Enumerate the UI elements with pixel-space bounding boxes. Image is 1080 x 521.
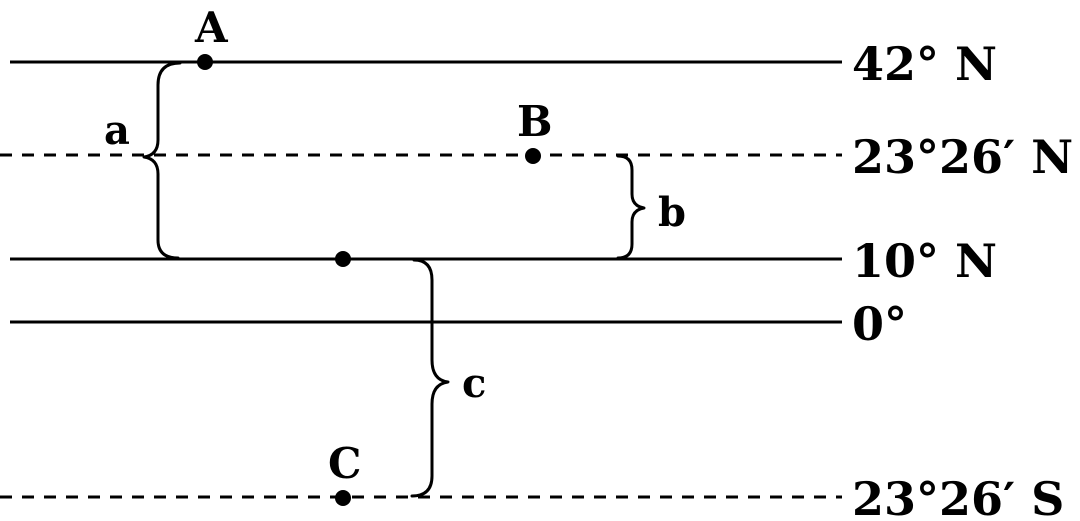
brace-c	[410, 258, 450, 498]
lat-label-2326n: 23°26′ N	[852, 130, 1073, 184]
brace-a-label: a	[104, 107, 130, 154]
brace-b	[616, 154, 646, 260]
point-b-dot	[525, 148, 541, 164]
brace-c-label: c	[462, 360, 486, 407]
brace-a	[142, 61, 182, 260]
point-10n-dot	[335, 251, 351, 267]
lat-label-10n: 10° N	[852, 234, 997, 288]
lat-label-equator: 0°	[852, 297, 907, 351]
point-b-label: B	[517, 97, 553, 146]
lat-label-2326s: 23°26′ S	[852, 472, 1064, 521]
lat-label-42n: 42° N	[852, 37, 997, 91]
point-c-label: C	[328, 439, 361, 488]
point-c-dot	[335, 490, 351, 506]
brace-b-label: b	[658, 189, 686, 236]
point-a-label: A	[194, 3, 229, 52]
point-a-dot	[197, 54, 213, 70]
